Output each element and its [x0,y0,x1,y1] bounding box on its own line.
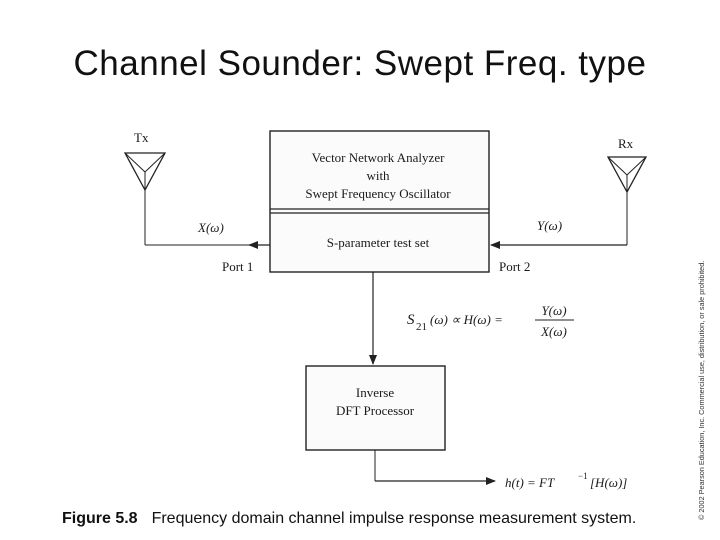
sparam-label: S-parameter test set [327,235,430,250]
tx-antenna-icon [123,152,167,192]
figure-caption-text: Frequency domain channel impulse respons… [151,510,637,527]
s21-symbol: S [407,312,415,328]
vna-line-2: with [366,168,390,183]
y-signal-label: Y(ω) [537,218,562,233]
fraction-numerator: Y(ω) [541,303,566,318]
rx-feed-line [490,192,628,249]
vna-line-1: Vector Network Analyzer [312,150,446,165]
dft-line-1: Inverse [356,385,394,400]
rx-antenna-icon [606,156,648,194]
tx-label: Tx [134,130,149,145]
s21-equation: S 21 (ω) ∝ H(ω) = Y(ω) X(ω) [407,303,574,339]
dft-line-2: DFT Processor [336,403,415,418]
page-title: Channel Sounder: Swept Freq. type [73,44,647,83]
figure-number: Figure 5.8 [62,510,138,527]
dft-box [305,365,446,451]
vna-line-3: Swept Frequency Oscillator [305,186,451,201]
vna-box [269,130,490,273]
fraction-denominator: X(ω) [540,324,567,339]
s21-subscript: 21 [416,321,427,333]
output-equation: h(t) = FT −1 [H(ω)] [505,471,627,490]
output-equation-left: h(t) = FT [505,475,555,490]
tx-feed-line [144,190,270,249]
s21-argument: (ω) ∝ H(ω) = [430,312,503,327]
port1-label: Port 1 [222,259,253,274]
rx-label: Rx [618,136,634,151]
figure-caption: Figure 5.8 Frequency domain channel impul… [62,510,682,528]
output-line [374,450,496,485]
output-equation-superscript: −1 [578,471,588,481]
copyright-notice: © 2002 Pearson Education, Inc. Commercia… [697,260,706,520]
output-equation-right: [H(ω)] [590,475,627,490]
x-signal-label: X(ω) [197,220,224,235]
port2-label: Port 2 [499,259,530,274]
